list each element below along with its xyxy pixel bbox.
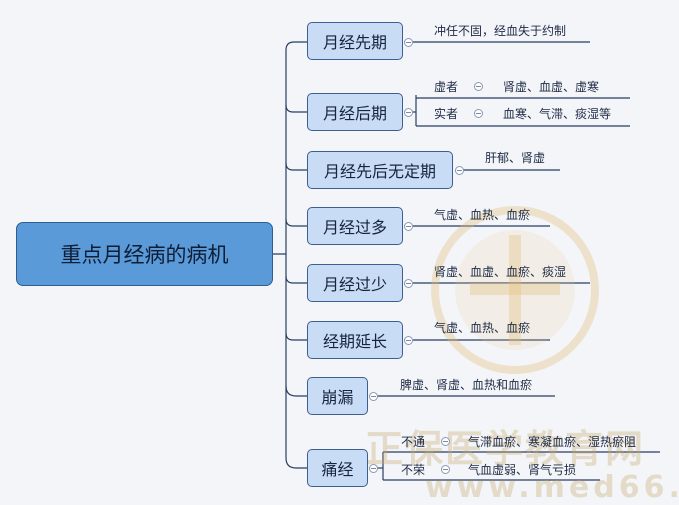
collapse-toggle[interactable] [474, 82, 483, 91]
leaf-text: 肝郁、肾虚 [485, 151, 546, 165]
branch-jingqi-yanchang[interactable]: 经期延长 [307, 321, 403, 359]
leaf-text: 冲任不固，经血失于约制 [434, 24, 567, 38]
root-topic[interactable]: 重点月经病的病机 [16, 222, 273, 286]
collapse-toggle[interactable] [404, 38, 413, 47]
collapse-toggle[interactable] [369, 392, 378, 401]
leaf-text: 气血虚弱、肾气亏损 [468, 463, 577, 477]
collapse-toggle[interactable] [404, 108, 413, 117]
leaf-text: 气滞血瘀、寒凝血瘀、湿热瘀阻 [468, 435, 637, 449]
collapse-toggle[interactable] [441, 465, 450, 474]
sub-label: 虚者 [434, 80, 459, 94]
branch-yuejing-guoshao[interactable]: 月经过少 [307, 264, 403, 302]
sub-label: 不荣 [401, 463, 426, 477]
leaf-text: 气虚、血热、血瘀 [434, 208, 531, 222]
branch-yuejing-guoduo[interactable]: 月经过多 [307, 207, 403, 245]
collapse-toggle[interactable] [404, 279, 413, 288]
branch-benglou[interactable]: 崩漏 [307, 377, 368, 415]
sub-label: 不通 [401, 435, 426, 449]
leaf-text: 肾虚、血虚、血瘀、痰湿 [434, 265, 567, 279]
watermark-text: 正保医学教育网 [365, 427, 646, 471]
branch-tongjing[interactable]: 痛经 [307, 449, 368, 487]
leaf-text: 肾虚、血虚、虚寒 [503, 80, 600, 94]
collapse-toggle[interactable] [404, 222, 413, 231]
collapse-toggle[interactable] [404, 336, 413, 345]
collapse-toggle[interactable] [441, 437, 450, 446]
sub-label: 实者 [434, 107, 459, 121]
collapse-toggle[interactable] [369, 464, 378, 473]
leaf-text: 血寒、气滞、痰湿等 [503, 107, 612, 121]
watermark-url: www.med66.com [425, 470, 679, 505]
leaf-text: 气虚、血热、血瘀 [434, 321, 531, 335]
leaf-text: 脾虚、肾虚、血热和血瘀 [400, 378, 533, 392]
branch-yuejing-houqi[interactable]: 月经后期 [307, 93, 403, 131]
branch-yuejing-xianqi[interactable]: 月经先期 [307, 22, 403, 60]
collapse-toggle[interactable] [455, 166, 464, 175]
branch-xianhou-wudingqi[interactable]: 月经先后无定期 [307, 151, 453, 189]
collapse-toggle[interactable] [474, 109, 483, 118]
